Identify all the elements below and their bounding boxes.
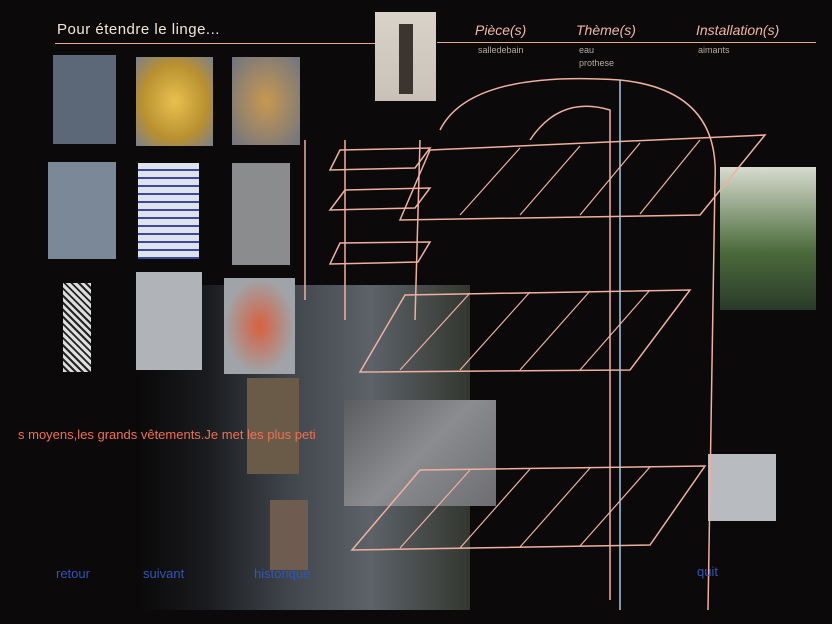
title-divider [55, 43, 375, 44]
garment-thumb-sock[interactable] [136, 272, 202, 370]
scrolling-caption: s moyens,les grands vêtements.Je met les… [18, 427, 316, 442]
quit-link[interactable]: quit [697, 564, 718, 579]
theme-eau[interactable]: eau [579, 45, 595, 55]
page-title: Pour étendre le linge... [57, 21, 220, 38]
garment-thumb-scarf[interactable] [63, 283, 91, 372]
man-photo[interactable] [720, 167, 816, 310]
next-link[interactable]: suivant [143, 566, 185, 581]
installation-aimants[interactable]: aimants [698, 45, 730, 55]
person-photo[interactable] [375, 12, 436, 101]
header-rooms[interactable]: Pièce(s) [475, 22, 527, 38]
header-divider [437, 42, 816, 43]
header-themes[interactable]: Thème(s) [576, 22, 636, 38]
wall-photo[interactable] [708, 454, 776, 521]
garment-thumb-shirt-blue[interactable] [48, 162, 116, 259]
garment-thumb-yellow-hat[interactable] [136, 57, 213, 146]
back-link[interactable]: retour [56, 566, 90, 581]
history-link[interactable]: historique [254, 566, 311, 581]
hanging-garment-photo[interactable] [270, 500, 308, 570]
room-salledebain[interactable]: salledebain [478, 45, 524, 55]
theme-prothese[interactable]: prothese [579, 58, 615, 68]
garment-thumb-gloves[interactable] [224, 278, 295, 374]
hatching [399, 139, 701, 549]
garment-thumb-striped[interactable] [138, 163, 199, 259]
floorplan-photo[interactable] [344, 400, 496, 506]
garment-thumb-shirt-dark[interactable] [53, 55, 116, 144]
header-installations[interactable]: Installation(s) [696, 22, 780, 38]
garment-thumb-vest[interactable] [232, 57, 300, 145]
garment-thumb-trousers[interactable] [232, 163, 290, 265]
hanging-garment-photo[interactable] [247, 378, 299, 474]
